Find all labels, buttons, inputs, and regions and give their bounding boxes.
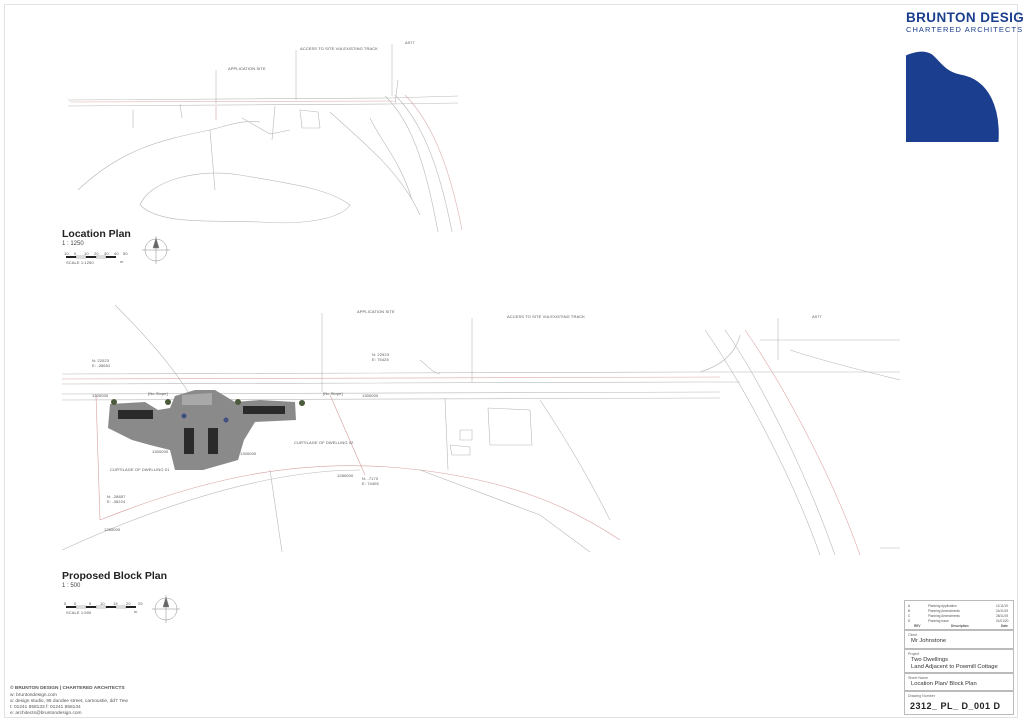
leader-lines bbox=[215, 44, 779, 392]
drawing-number-box: Drawing Number bbox=[904, 691, 1014, 715]
block-label-application-site: APPLICATION SITE bbox=[357, 309, 395, 314]
revision-desc: Planning Application bbox=[928, 604, 957, 608]
revision-desc: Planning Amendments bbox=[928, 614, 960, 618]
level-label: 1300000 bbox=[240, 451, 257, 456]
scale-tick: 15 bbox=[113, 601, 118, 606]
scale-tick: 0 bbox=[74, 601, 77, 606]
scale-tick: 25 bbox=[138, 601, 143, 606]
curtilage-dwelling-1: CURTILAGE OF DWELLING 01 bbox=[110, 467, 170, 472]
scale-bar-location bbox=[66, 255, 116, 259]
level-label: 1300000 bbox=[92, 393, 109, 398]
scale-tick: 5 bbox=[64, 601, 67, 606]
coordinate-n: N: -7170 bbox=[362, 476, 379, 481]
sheet-value: Location Plan/ Block Plan bbox=[911, 681, 977, 687]
coordinate-n: N: -28857 bbox=[107, 494, 126, 499]
scale-tick: 20 bbox=[94, 251, 99, 256]
client-value: Mr Johnstone bbox=[911, 638, 947, 644]
scale-tick: 50 bbox=[123, 251, 128, 256]
sheet-border bbox=[4, 4, 1018, 718]
coordinate-e: E: -36224 bbox=[107, 499, 126, 504]
north-arrow-block bbox=[152, 595, 180, 623]
footer-address: a: design studio, 95 dundee street, carn… bbox=[10, 699, 128, 704]
revision-date: 24/11/19 bbox=[996, 609, 1009, 613]
coordinate-e: E: 75425 bbox=[372, 357, 389, 362]
revision-code: B bbox=[908, 609, 911, 613]
sheet-label: Sheet Name bbox=[908, 676, 928, 680]
revision-date: 01/01/20 bbox=[996, 619, 1009, 623]
coordinate-e: E: 74405 bbox=[362, 481, 379, 486]
revision-code: A bbox=[908, 604, 911, 608]
scale-tick: 10 bbox=[100, 601, 105, 606]
brand-name: BRUNTON DESIGN bbox=[906, 10, 1024, 25]
revision-code: C bbox=[908, 614, 911, 618]
scale-caption: SCALE 1:1250 bbox=[66, 260, 94, 265]
scale-tick: 30 bbox=[104, 251, 109, 256]
revision-header-rev: REV bbox=[914, 624, 921, 628]
scale-tick: 20 bbox=[126, 601, 131, 606]
level-label: 1280000 bbox=[104, 527, 121, 532]
scale-unit: m bbox=[134, 609, 138, 614]
loc-label-application-site: APPLICATION SITE bbox=[228, 66, 266, 71]
revision-date: 28/11/19 bbox=[996, 614, 1009, 618]
brand-logo bbox=[905, 42, 1014, 143]
scale-caption: SCALE 1:500 bbox=[66, 610, 92, 615]
block-plan-linework bbox=[61, 304, 901, 556]
scale-unit: m bbox=[120, 259, 124, 264]
location-plan-scale: 1 : 1250 bbox=[62, 241, 84, 247]
no-slope-label: [No Slope] bbox=[323, 391, 343, 396]
client-label: Client bbox=[908, 633, 918, 637]
scale-tick: 0 bbox=[74, 251, 77, 256]
coordinate-n: N: 22923 bbox=[372, 352, 390, 357]
project-label: Project bbox=[908, 652, 920, 656]
revision-desc: Planning Issue bbox=[928, 619, 949, 623]
revision-header-date: Date bbox=[1001, 624, 1008, 628]
block-plan-scale: 1 : 500 bbox=[62, 583, 81, 589]
revision-date: 11/11/19 bbox=[996, 604, 1008, 608]
footer-email[interactable]: e: architects@bruntondesign.com bbox=[10, 711, 82, 716]
drawing-number: 2312_ PL_ D_001 D bbox=[910, 701, 1001, 711]
revision-table bbox=[904, 600, 1014, 630]
brand-subtitle: CHARTERED ARCHITECTS bbox=[906, 25, 1024, 34]
dwellings-footprint bbox=[108, 390, 305, 470]
block-label-access: ACCESS TO SITE VIA EXISTING TRACK bbox=[507, 314, 585, 319]
scale-tick: 5 bbox=[89, 601, 92, 606]
project-line2: Land Adjacent to Powmill Cottage bbox=[911, 664, 998, 670]
revision-code: D bbox=[908, 619, 911, 623]
loc-label-road: A977 bbox=[405, 40, 415, 45]
footer-web[interactable]: w: bruntondesign.com bbox=[10, 693, 57, 698]
footer-phone: t: 01241 858133 f: 01241 858134 bbox=[10, 705, 81, 710]
scale-tick: 40 bbox=[114, 251, 119, 256]
block-plan-title: Proposed Block Plan bbox=[62, 570, 168, 582]
client-box: Client Mr Johnstone bbox=[904, 630, 1014, 649]
sheet-box: Sheet Name Location Plan/ Block Plan bbox=[904, 673, 1014, 691]
project-line1: Two Dwellings bbox=[911, 657, 949, 663]
scale-tick: 10 bbox=[64, 251, 69, 256]
level-label: 1300000 bbox=[362, 393, 379, 398]
coordinate-n: N: 22023 bbox=[92, 358, 110, 363]
project-box: Project Two Dwellings Land Adjacent to P… bbox=[904, 649, 1014, 673]
loc-label-access: ACCESS TO SITE VIA EXISTING TRACK bbox=[300, 46, 378, 51]
curtilage-dwelling-2: CURTILAGE OF DWELLING 02 bbox=[294, 440, 354, 445]
revision-header-desc: Description bbox=[951, 624, 969, 628]
level-label: 1300000 bbox=[152, 449, 169, 454]
level-label: 1280000 bbox=[337, 473, 354, 478]
location-plan-title: Location Plan bbox=[62, 228, 131, 240]
scale-bar-block bbox=[66, 605, 136, 609]
north-arrow-location bbox=[142, 236, 170, 264]
revision-desc: Planning Amendments bbox=[928, 609, 960, 613]
drawing-number-label: Drawing Number bbox=[908, 694, 935, 698]
coordinate-e: E: -35651 bbox=[92, 363, 111, 368]
location-plan-linework bbox=[67, 79, 463, 233]
no-slope-label: [No Slope] bbox=[148, 391, 168, 396]
footer-company: © BRUNTON DESIGN | CHARTERED ARCHITECTS bbox=[10, 686, 125, 691]
scale-tick: 10 bbox=[84, 251, 89, 256]
block-label-road: A977 bbox=[812, 314, 822, 319]
